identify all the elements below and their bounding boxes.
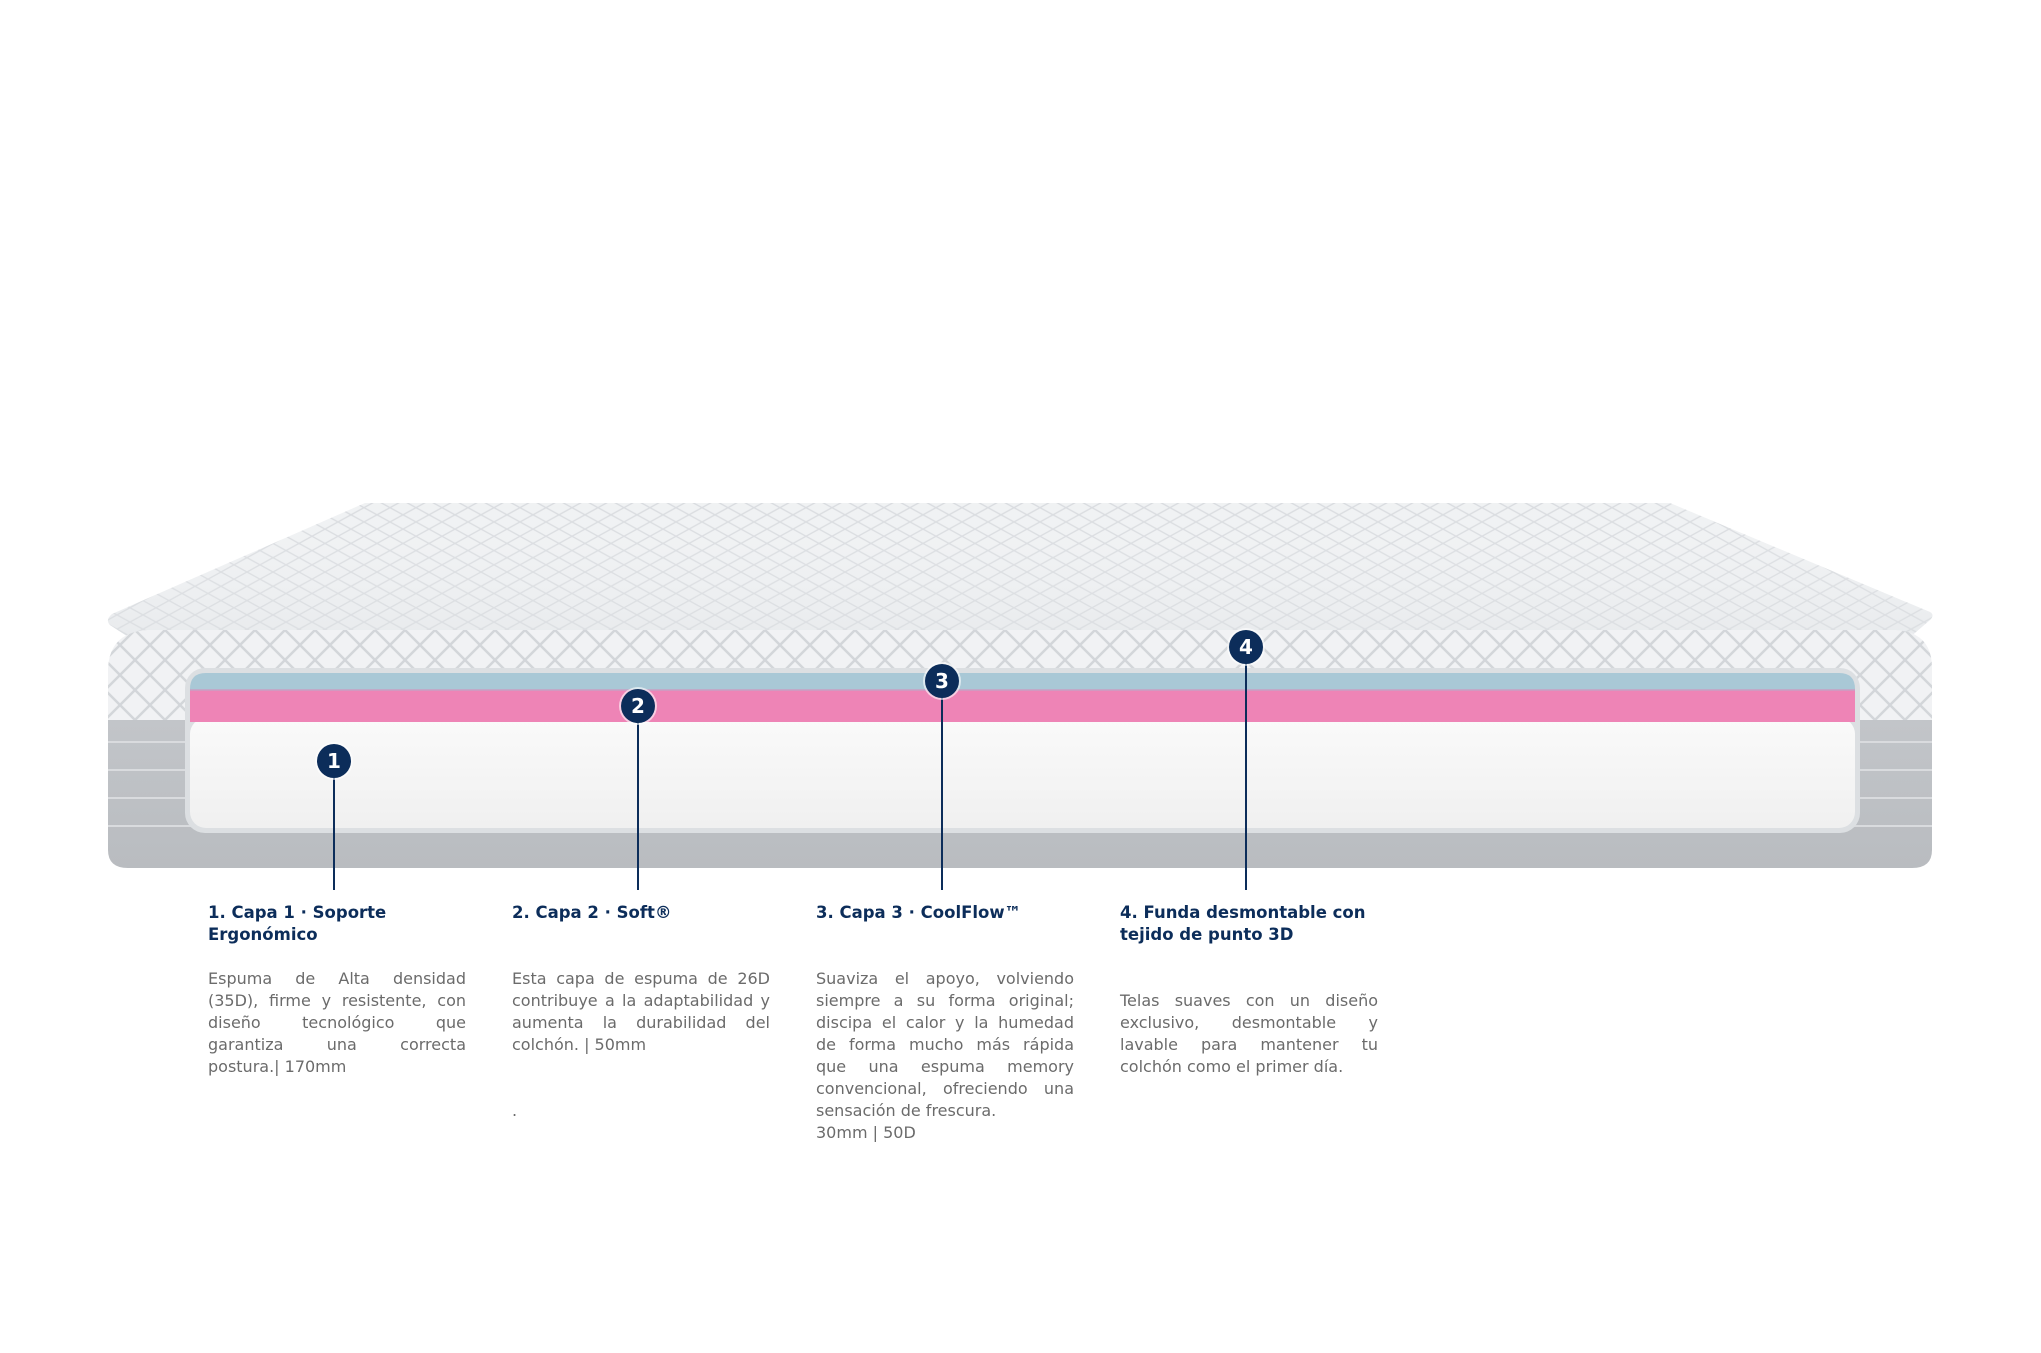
layer-description-4: 4. Funda desmontable con tejido de punto… xyxy=(1120,902,1378,1078)
layer-note: . xyxy=(512,1101,518,1120)
layer-marker-4: 4 xyxy=(1229,630,1263,664)
layer-marker-3: 3 xyxy=(925,664,959,698)
layer-body: Telas suaves con un diseño exclusivo, de… xyxy=(1120,991,1378,1076)
layer-title: 3. Capa 3 · CoolFlow™ xyxy=(816,903,1022,922)
layer-soft-pink xyxy=(190,688,1855,722)
layer-support-foam xyxy=(190,718,1855,828)
layer-coolflow-blue xyxy=(190,673,1855,690)
leader-line-4 xyxy=(1245,652,1247,890)
layer-body: Espuma de Alta densidad (35D), firme y r… xyxy=(208,969,466,1076)
layer-description-2: 2. Capa 2 · Soft® Esta capa de espuma de… xyxy=(512,902,770,1122)
layer-body: Suaviza el apoyo, volviendo siempre a su… xyxy=(816,969,1074,1120)
layer-title: 1. Capa 1 · Soporte Ergonómico xyxy=(208,903,387,944)
layer-description-3: 3. Capa 3 · CoolFlow™ Suaviza el apoyo, … xyxy=(816,902,1074,1144)
layer-title: 2. Capa 2 · Soft® xyxy=(512,903,672,922)
leader-line-3 xyxy=(941,688,943,890)
layer-spec: 30mm | 50D xyxy=(816,1123,916,1142)
layer-description-1: 1. Capa 1 · Soporte Ergonómico Espuma de… xyxy=(208,902,466,1078)
layer-title: 4. Funda desmontable con tejido de punto… xyxy=(1120,903,1366,944)
leader-line-2 xyxy=(637,722,639,890)
layer-marker-1: 1 xyxy=(317,744,351,778)
layer-body: Esta capa de espuma de 26D contribuye a … xyxy=(512,969,770,1054)
leader-line-1 xyxy=(333,778,335,890)
layer-marker-2: 2 xyxy=(621,689,655,723)
